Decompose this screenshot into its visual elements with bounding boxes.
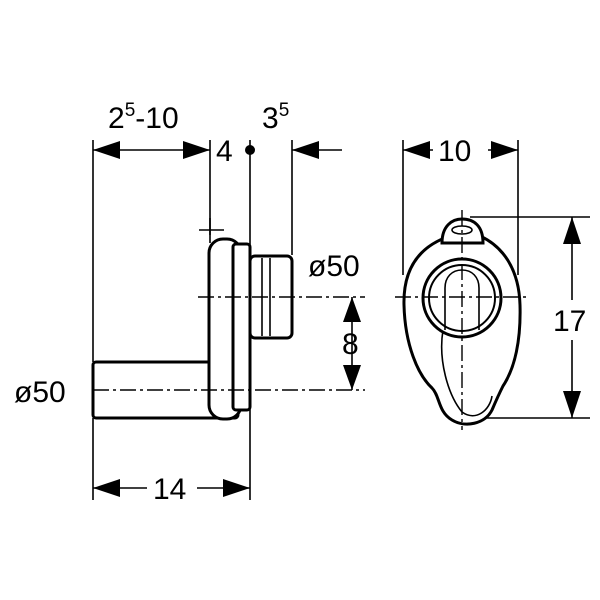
dim-top-right-base: 3 [262,102,279,135]
dim-top-left-sup: 5 [125,100,136,121]
svg-text:8: 8 [342,328,359,361]
dim-vertical-offset: 8 [342,297,361,390]
svg-text:10: 10 [438,135,471,168]
dim-top-right: 35 [262,100,342,159]
svg-text:17: 17 [553,305,586,338]
dim-top-left: 25-10 [93,100,210,159]
outlet-diameter-label: ø50 [14,376,66,409]
dim-top-mid: 4 [216,135,233,168]
dim-depth: 14 [93,473,250,506]
dim-front-height: 17 [553,217,586,418]
front-view: 10 17 [395,135,590,430]
svg-text:25-10: 25-10 [108,100,179,135]
reference-point [245,145,255,155]
dim-top-right-sup: 5 [279,100,290,121]
dim-top-left-base: 2 [108,102,125,135]
inlet-diameter-label: ø50 [308,250,360,283]
dim-front-width: 10 [403,135,518,168]
side-view: 25-10 4 35 ø50 ø50 8 14 [14,100,365,506]
svg-text:35: 35 [262,100,289,135]
wall-flange [231,242,252,412]
svg-text:14: 14 [153,473,186,506]
dim-top-left-rest: -10 [135,102,178,135]
